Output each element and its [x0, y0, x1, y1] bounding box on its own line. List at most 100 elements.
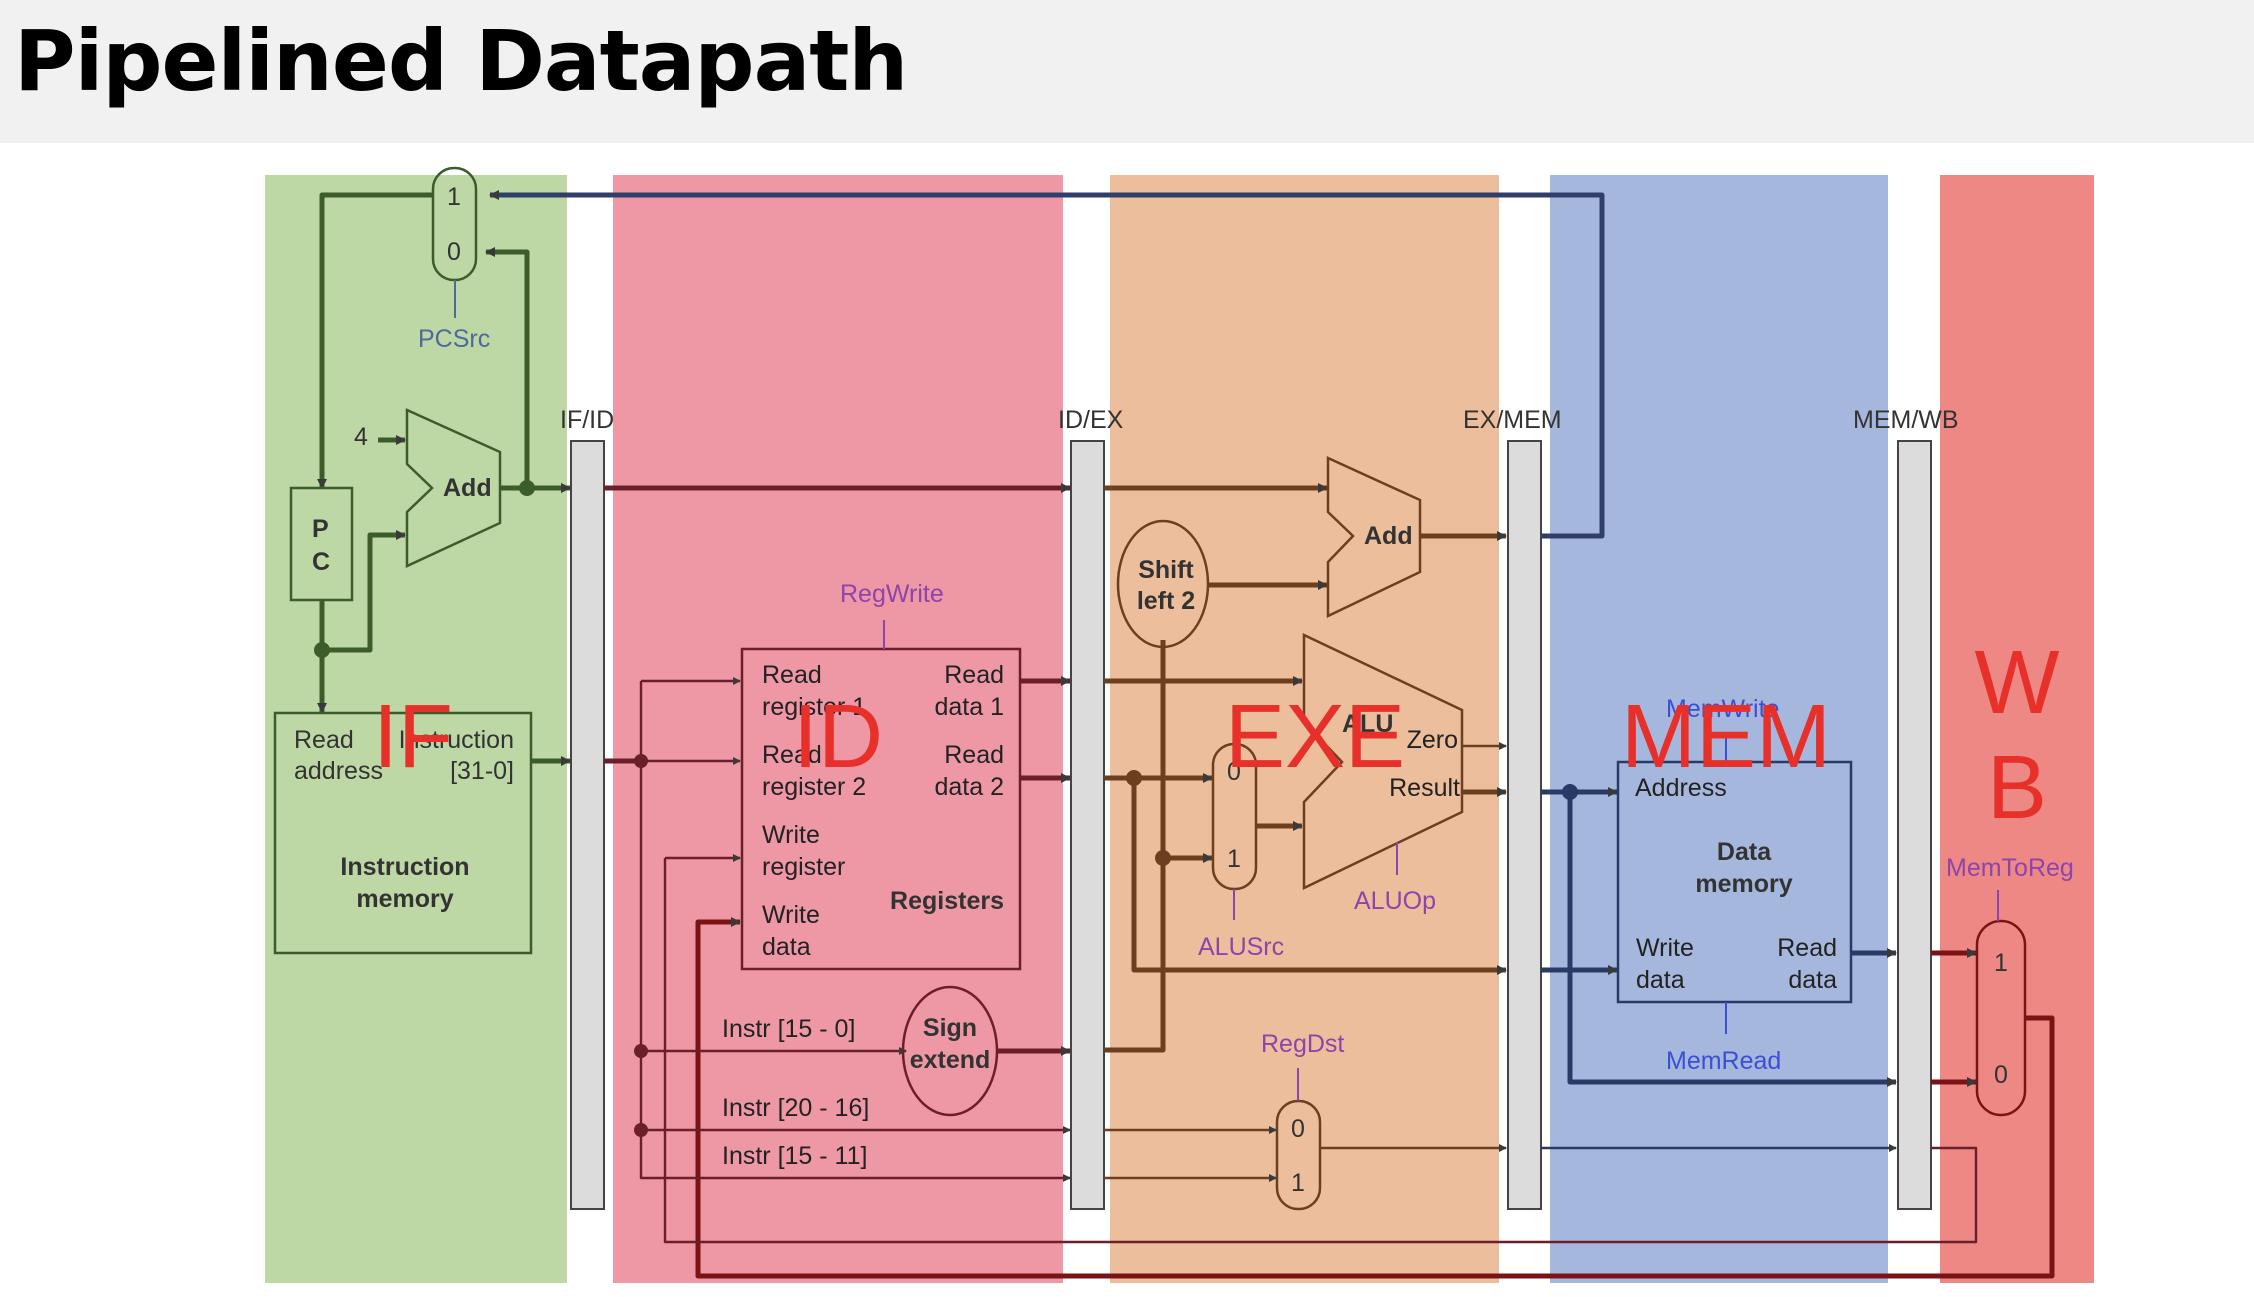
alusrc-mux: 0 1 ALUSrc — [1198, 742, 1284, 961]
reg-write-b: register — [762, 853, 845, 881]
stage-exe-label: EXE — [1225, 687, 1405, 787]
thin-wires — [639, 640, 1978, 1244]
dmem-wdata-b: data — [1636, 966, 1685, 994]
dmem-rdata-a: Read — [1777, 934, 1837, 962]
reg-rdata2-b: data 2 — [934, 773, 1004, 801]
pcsrc-in0: 0 — [447, 238, 461, 266]
stage-wb-region — [1940, 175, 2094, 1283]
stage-mem-label: MEM — [1621, 687, 1831, 787]
memwrite-label: MemWrite — [1666, 695, 1779, 723]
instr-field-rd: Instr [15 - 11] — [722, 1142, 867, 1170]
id-ex-register — [1070, 440, 1105, 1210]
pc-label-p: P — [312, 515, 329, 543]
regdst-in1: 1 — [1291, 1169, 1305, 1197]
registers-name: Registers — [890, 887, 1004, 915]
branch-adder-label: Add — [1364, 522, 1413, 550]
data-memory: MemWrite MemRead Address Data memory Wri… — [1616, 695, 1853, 1075]
memtoreg-mux: 1 0 MemToReg — [1946, 854, 2074, 1117]
reg-rdata1-b: data 1 — [934, 693, 1004, 721]
pc-adder-label: Add — [443, 474, 492, 502]
memread-label: MemRead — [1666, 1047, 1781, 1075]
alusrc-in1: 1 — [1227, 845, 1241, 873]
wire-read-data2-fwd — [1131, 778, 1507, 975]
junction-dots — [314, 480, 1578, 1137]
imem-name-2: memory — [356, 885, 453, 913]
instr-field-imm: Instr [15 - 0] — [722, 1015, 855, 1043]
alu-result: Result — [1389, 774, 1460, 802]
wire-write-reg-loop — [663, 858, 1978, 1244]
junction-rt — [634, 1123, 648, 1137]
imem-instr-2: [31-0] — [450, 757, 514, 785]
wire-instr-vertical — [639, 681, 1071, 1182]
alusrc-in0: 0 — [1227, 758, 1241, 786]
register-file: RegWrite Read register 1 Read register 2… — [740, 580, 1022, 971]
junction-instr — [634, 754, 648, 768]
reg-read1-a: Read — [762, 661, 822, 689]
wire-branch-target — [489, 190, 1605, 539]
dmem-name-1: Data — [1717, 838, 1772, 866]
instr-field-rt: Instr [20 - 16] — [722, 1094, 869, 1122]
stage-id-label: ID — [793, 687, 883, 787]
alusrc-label: ALUSrc — [1198, 933, 1284, 961]
mem-wb-label: MEM/WB — [1853, 406, 1959, 434]
signext-line2: extend — [910, 1046, 991, 1074]
wire-pc-to-adder — [322, 530, 406, 653]
stage-if-region — [265, 175, 567, 1283]
imem-instr-1: Instruction — [399, 726, 514, 754]
reg-rdata1-a: Read — [944, 661, 1004, 689]
header-bar: Pipelined Datapath — [0, 0, 2254, 143]
reg-wdata-a: Write — [762, 901, 820, 929]
dmem-rdata-b: data — [1788, 966, 1837, 994]
if-id-register — [570, 440, 605, 1210]
alu-zero: Zero — [1407, 726, 1458, 754]
shift-line2: left 2 — [1137, 587, 1195, 615]
aluop-label: ALUOp — [1354, 887, 1436, 915]
junction-pc4 — [519, 480, 535, 496]
stage-wb-label-w: W — [1975, 633, 2060, 733]
wire-pc4-feedback — [485, 247, 530, 488]
mem-wb-register — [1897, 440, 1932, 1210]
dmem-name-2: memory — [1695, 870, 1792, 898]
dmem-address: Address — [1635, 774, 1727, 802]
wire-pcsrc-out — [317, 192, 433, 489]
sign-extend-unit: Sign extend — [901, 985, 999, 1117]
regdst-label: RegDst — [1261, 1030, 1344, 1058]
branch-adder: Add — [1326, 456, 1422, 618]
pc-register: P C — [289, 486, 354, 602]
stage-mem-region — [1550, 175, 1888, 1283]
junction-imm-exe — [1155, 850, 1171, 866]
pcsrc-in1: 1 — [447, 183, 461, 211]
shift-left-unit: Shift left 2 — [1116, 519, 1210, 649]
regwrite-label: RegWrite — [840, 580, 944, 608]
stage-if-label: IF — [373, 687, 453, 787]
shift-line1: Shift — [1138, 556, 1194, 584]
imem-read-1: Read — [294, 726, 354, 754]
stage-exe-region — [1110, 175, 1499, 1283]
alu-label: ALU — [1342, 710, 1393, 738]
id-ex-label: ID/EX — [1058, 406, 1124, 434]
memtoreg-in0: 0 — [1994, 1061, 2008, 1089]
dmem-wdata-a: Write — [1636, 934, 1694, 962]
reg-rdata2-a: Read — [944, 741, 1004, 769]
ex-mem-label: EX/MEM — [1463, 406, 1562, 434]
imem-read-2: address — [294, 757, 383, 785]
junction-rd2 — [1126, 770, 1142, 786]
reg-write-a: Write — [762, 821, 820, 849]
ex-mem-register — [1507, 440, 1542, 1210]
reg-read2-b: register 2 — [762, 773, 866, 801]
memtoreg-label: MemToReg — [1946, 854, 2074, 882]
signext-line1: Sign — [923, 1014, 977, 1042]
memtoreg-in1: 1 — [1994, 949, 2008, 977]
pc-label-c: C — [312, 548, 330, 576]
stage-id-region — [613, 175, 1063, 1283]
reg-wdata-b: data — [762, 933, 811, 961]
page-title: Pipelined Datapath — [14, 12, 908, 110]
pcsrc-label: PCSrc — [418, 325, 490, 353]
pc-adder: Add 4 — [354, 408, 502, 568]
alu-unit: ALU Zero Result ALUOp — [1302, 633, 1464, 915]
regdst-in0: 0 — [1291, 1115, 1305, 1143]
if-id-label: IF/ID — [560, 406, 614, 434]
wire-mem-bypass — [1567, 792, 1897, 1087]
regdst-mux: 0 1 RegDst — [1261, 1030, 1344, 1211]
